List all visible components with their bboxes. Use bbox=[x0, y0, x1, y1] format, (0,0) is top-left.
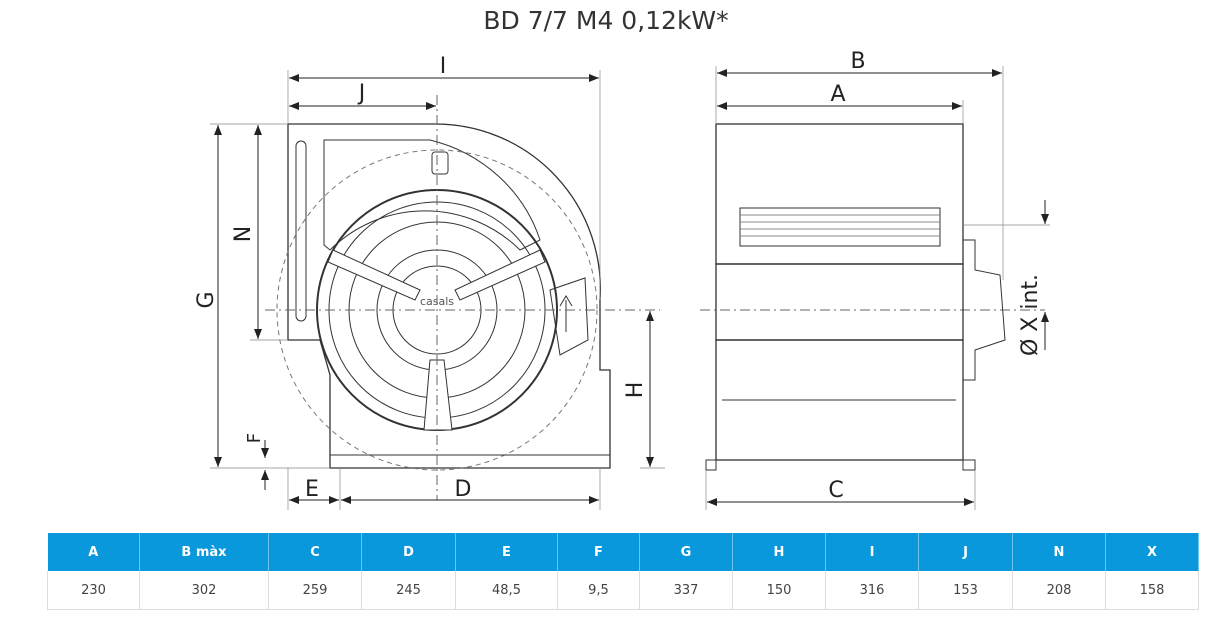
table-row: 230 302 259 245 48,5 9,5 337 150 316 153… bbox=[47, 571, 1199, 610]
side-view bbox=[705, 123, 1006, 471]
value-h: 150 bbox=[732, 571, 826, 610]
header-b: B màx bbox=[139, 533, 269, 571]
header-x: X bbox=[1105, 533, 1199, 571]
table-header-row: A B màx C D E F G H I J N X bbox=[47, 533, 1199, 571]
dim-label-x: Ø X int. bbox=[1018, 274, 1043, 356]
value-c: 259 bbox=[268, 571, 362, 610]
header-e: E bbox=[455, 533, 558, 571]
header-d: D bbox=[361, 533, 456, 571]
dim-label-j: J bbox=[357, 81, 366, 106]
value-e: 48,5 bbox=[455, 571, 558, 610]
page-title: BD 7/7 M4 0,12kW* bbox=[483, 6, 729, 35]
value-f: 9,5 bbox=[557, 571, 640, 610]
header-j: J bbox=[918, 533, 1013, 571]
dimensions-table: A B màx C D E F G H I J N X 230 302 259 … bbox=[47, 533, 1199, 610]
header-i: I bbox=[825, 533, 919, 571]
value-x: 158 bbox=[1105, 571, 1199, 610]
value-g: 337 bbox=[639, 571, 733, 610]
value-d: 245 bbox=[361, 571, 456, 610]
fan-technical-drawing: casals bbox=[194, 49, 1050, 510]
dim-label-i: I bbox=[440, 54, 447, 79]
header-g: G bbox=[639, 533, 733, 571]
header-c: C bbox=[268, 533, 362, 571]
dim-label-c: C bbox=[828, 478, 843, 503]
header-a: A bbox=[47, 533, 140, 571]
header-f: F bbox=[557, 533, 640, 571]
value-i: 316 bbox=[825, 571, 919, 610]
value-n: 208 bbox=[1012, 571, 1106, 610]
value-j: 153 bbox=[918, 571, 1013, 610]
dim-label-e: E bbox=[305, 477, 319, 502]
value-a: 230 bbox=[47, 571, 140, 610]
dim-label-b: B bbox=[850, 49, 865, 74]
dim-label-a: A bbox=[830, 82, 845, 107]
dim-label-h: H bbox=[623, 382, 648, 399]
header-h: H bbox=[732, 533, 826, 571]
header-n: N bbox=[1012, 533, 1106, 571]
value-b: 302 bbox=[139, 571, 269, 610]
dim-label-d: D bbox=[455, 477, 472, 502]
dim-label-n: N bbox=[231, 226, 256, 242]
front-view: casals bbox=[276, 123, 611, 471]
dim-label-f: F bbox=[244, 433, 265, 443]
dim-label-g: G bbox=[194, 291, 219, 308]
